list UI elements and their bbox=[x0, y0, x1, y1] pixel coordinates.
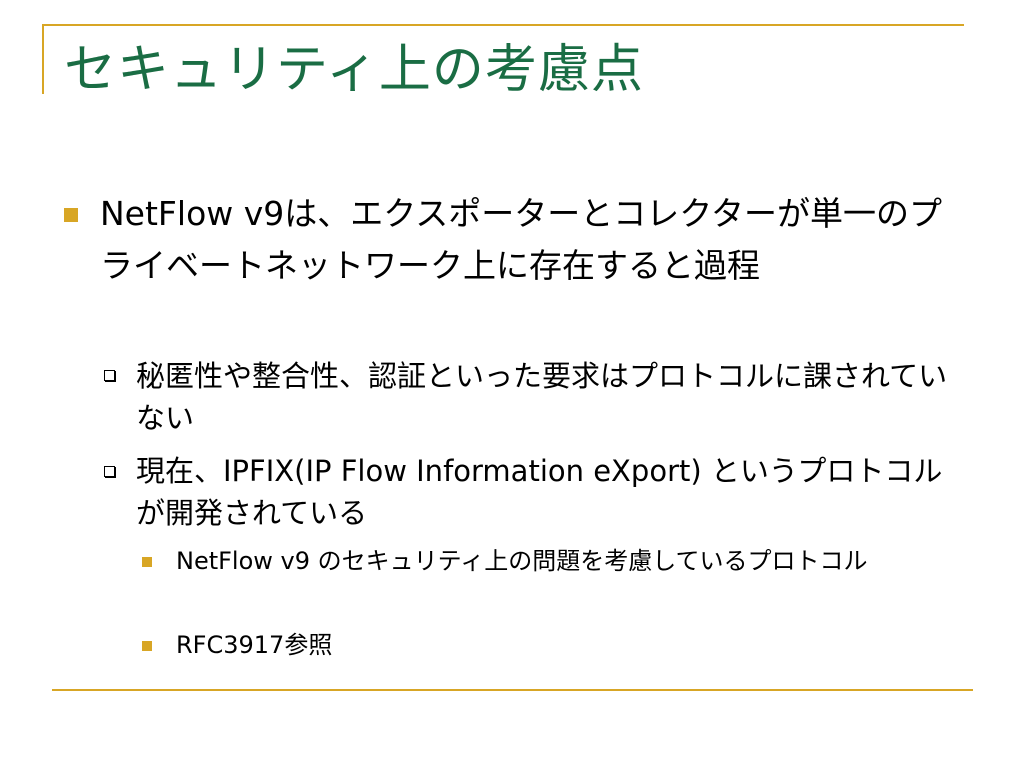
bullet-marker-level2 bbox=[104, 370, 115, 381]
bullet-level3-text: NetFlow v9 のセキュリティ上の問題を考慮しているプロトコル bbox=[176, 547, 868, 575]
title-frame-left-rule bbox=[42, 24, 44, 94]
bottom-rule bbox=[52, 689, 973, 691]
bullet-marker-level3 bbox=[142, 557, 152, 567]
title-frame-top-rule bbox=[42, 24, 964, 26]
slide-title: セキュリティ上の考慮点 bbox=[64, 40, 644, 100]
bullet-marker-level3 bbox=[142, 641, 152, 651]
bullet-marker-level2 bbox=[104, 466, 115, 477]
bullet-level2-text: 現在、IPFIX(IP Flow Information eXport) という… bbox=[136, 454, 943, 530]
bullet-marker-level1 bbox=[64, 208, 78, 222]
bullet-level3-text: RFC3917参照 bbox=[176, 631, 333, 659]
bullet-level1-text: NetFlow v9は、エクスポーターとコレクターが単一のプライベートネットワー… bbox=[100, 194, 942, 285]
bullet-level2-text: 秘匿性や整合性、認証といった要求はプロトコルに課されていない bbox=[136, 359, 948, 435]
